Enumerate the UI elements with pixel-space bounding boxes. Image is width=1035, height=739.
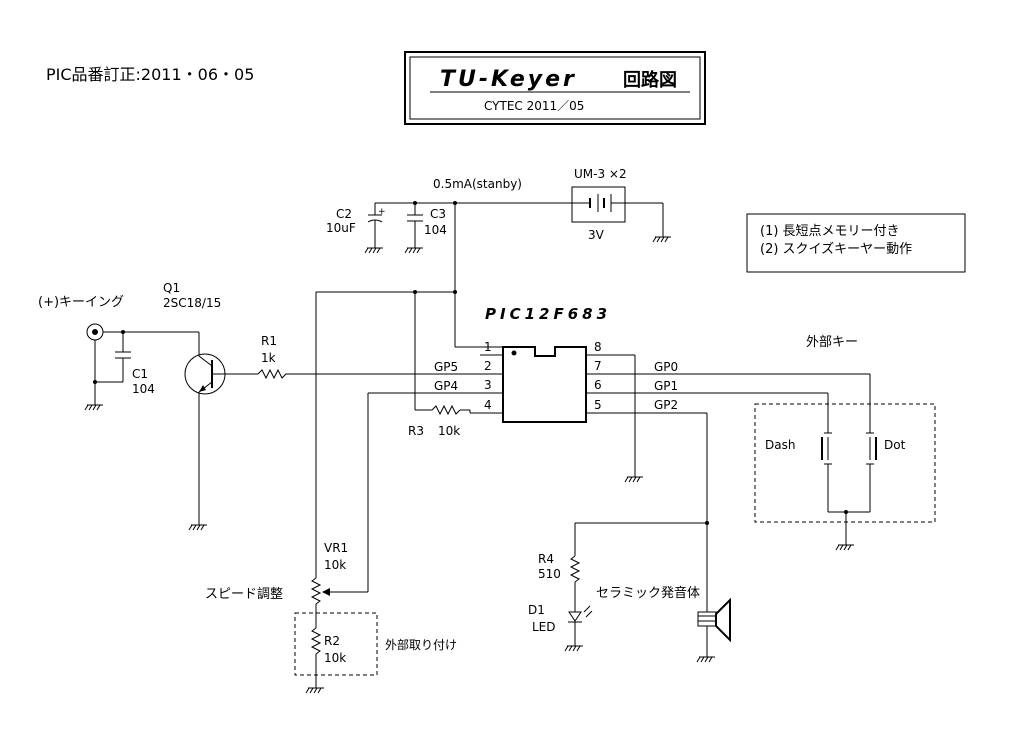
- feature-1: (1) 長短点メモリー付き: [760, 224, 900, 239]
- d1-value: LED: [532, 620, 556, 634]
- ground-symbol: [188, 524, 207, 531]
- ic-pin-2: 2: [484, 359, 492, 373]
- external-mount-label: 外部取り付け: [385, 637, 457, 652]
- c3-name: C3: [430, 207, 446, 221]
- dash-label: Dash: [765, 438, 795, 452]
- feature-2: (2) スクイズキーヤー動作: [760, 241, 912, 257]
- c1-value: 104: [132, 382, 155, 396]
- led-d1: D1 LED: [528, 603, 593, 646]
- d1-name: D1: [528, 603, 545, 617]
- battery-label: UM-3 ×2: [574, 167, 627, 181]
- ground-symbol: [364, 247, 383, 254]
- gp1-label: GP1: [654, 379, 678, 393]
- ic-name: PIC12F683: [485, 305, 611, 323]
- r1-value: 1k: [261, 351, 276, 365]
- r3-value: 10k: [438, 424, 460, 438]
- ic-pin-3: 3: [484, 378, 492, 392]
- gp4-label: GP4: [434, 379, 458, 393]
- dot-label: Dot: [884, 438, 906, 452]
- power-section: 0.5mA(stanby) UM-3 ×2 3V + C2 10uF: [315, 167, 671, 578]
- ground-symbol: [696, 656, 715, 663]
- buzzer-label: セラミック発音体: [596, 585, 700, 601]
- correction-note: PIC品番訂正:2011・06・05: [46, 65, 254, 84]
- r4-value: 510: [538, 567, 561, 581]
- resistor-r4: R4 510: [538, 523, 581, 612]
- external-key-label: 外部キー: [806, 335, 858, 350]
- r4-name: R4: [538, 552, 554, 566]
- ic-pin-5: 5: [594, 398, 602, 412]
- ic-pin-1: 1: [484, 340, 492, 354]
- ground-symbol: [84, 404, 103, 411]
- gp5-label: GP5: [434, 360, 458, 374]
- ceramic-buzzer: セラミック発音体: [596, 585, 731, 657]
- external-mount: 外部取り付け R2 10k: [294, 612, 457, 688]
- ground-symbol: [564, 645, 583, 652]
- ground-symbol: [835, 544, 854, 551]
- current-label: 0.5mA(stanby): [433, 177, 522, 191]
- gp0-label: GP0: [654, 360, 678, 374]
- ic-pin-6: 6: [594, 378, 602, 392]
- r3-name: R3: [408, 424, 424, 438]
- title-box: TU-Keyer 回路図 CYTEC 2011／05: [404, 51, 706, 125]
- speed-label: スピード調整: [205, 587, 283, 602]
- resistor-r1: R1 1k: [230, 334, 290, 380]
- ic-pin-4: 4: [484, 398, 492, 412]
- ground-symbol: [652, 236, 671, 243]
- c2-name: C2: [336, 207, 352, 221]
- q1-value: 2SC18/15: [163, 296, 221, 310]
- title-subtitle: 回路図: [623, 69, 677, 91]
- title-text: TU-Keyer: [440, 67, 577, 92]
- external-key: 外部キー Dash Dot: [754, 335, 936, 545]
- c1-name: C1: [132, 367, 148, 381]
- vr1-name: VR1: [324, 541, 348, 555]
- transistor-q1: Q1 2SC18/15: [163, 281, 230, 525]
- battery-box: [571, 186, 626, 223]
- ic-pin-7: 7: [594, 359, 602, 373]
- ground-symbol: [624, 476, 643, 483]
- q1-name: Q1: [163, 281, 180, 295]
- r2-name: R2: [324, 634, 340, 648]
- ic-pic12f683: PIC12F683 1 2 3 4 GP5 GP4 8 7 6 5 GP0 GP…: [434, 305, 678, 423]
- vr1-value: 10k: [324, 558, 346, 572]
- resistor-r3: R3 10k: [408, 404, 480, 438]
- svg-text:+: +: [378, 207, 386, 217]
- keying-label: (+)キーイング: [38, 295, 124, 310]
- keying-output: (+)キーイング C1 104: [38, 295, 199, 405]
- c3-value: 104: [424, 223, 447, 237]
- ic-pin-8: 8: [594, 340, 602, 354]
- features-box: (1) 長短点メモリー付き (2) スクイズキーヤー動作: [746, 213, 966, 273]
- gp2-label: GP2: [654, 398, 678, 412]
- r2-value: 10k: [324, 651, 346, 665]
- ground-symbol: [305, 687, 324, 694]
- voltage-label: 3V: [588, 228, 605, 242]
- ground-symbol: [404, 247, 423, 254]
- potentiometer-vr1: VR1 10k スピード調整: [205, 541, 348, 628]
- r1-name: R1: [261, 334, 277, 348]
- c2-value: 10uF: [326, 221, 356, 235]
- maker-line: CYTEC 2011／05: [484, 99, 584, 113]
